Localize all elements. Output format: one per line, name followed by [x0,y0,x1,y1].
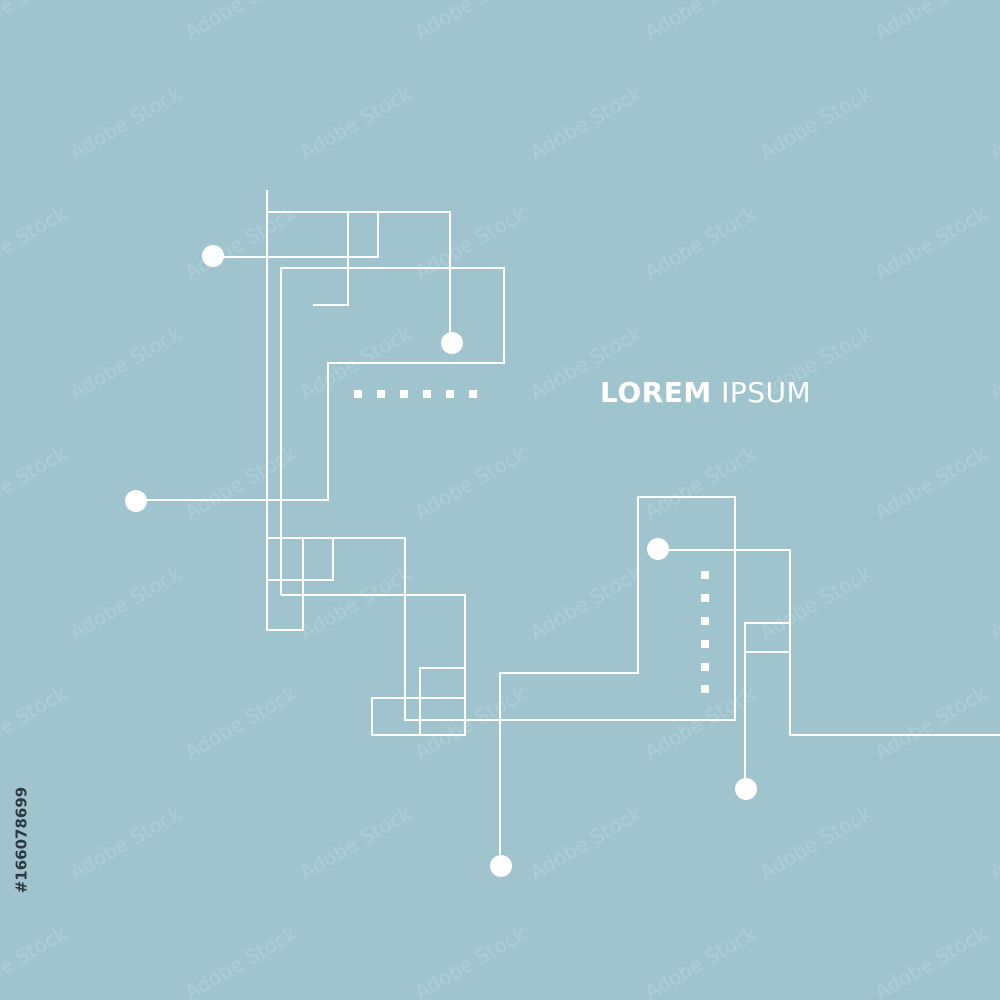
watermark-text: Adobe Stock [296,561,417,644]
node-dot [125,490,147,512]
watermark-text: Adobe Stock [181,921,302,1000]
dot-square [701,640,709,648]
watermark-text: Adobe Stock [871,0,992,44]
node-dot [735,778,757,800]
circuit-trace [281,594,466,736]
circuit-trace [145,267,505,595]
stock-id-text: #166078699 [12,786,31,894]
node-dot [202,245,224,267]
watermark-text: Adobe Stock [986,801,1000,884]
dot-square [701,617,709,625]
watermark-text: Adobe Stock [871,441,992,524]
watermark-text: Adobe Stock [986,81,1000,164]
watermark-text: Adobe Stock [411,0,532,44]
watermark-text: Adobe Stock [871,201,992,284]
dotted-column [701,571,709,693]
watermark-text: Adobe Stock [411,921,532,1000]
watermark-text: Adobe Stock [0,201,71,284]
watermark-text: Adobe Stock [871,921,992,1000]
headline: LOREM IPSUM [600,376,811,409]
circuit-trace [313,212,349,306]
node-dot [647,538,669,560]
circuit-trace [267,211,451,343]
headline-bold: LOREM [600,376,712,409]
watermark-text: Adobe Stock [986,561,1000,644]
watermark-text: Adobe Stock [66,561,187,644]
watermark-text: Adobe Stock [526,801,647,884]
watermark-text: Adobe Stock [641,441,762,524]
watermark-text: Adobe Stock [526,81,647,164]
watermark-text: Adobe Stock [641,201,762,284]
watermark-text: Adobe Stock [181,681,302,764]
circuit-trace [267,538,334,581]
watermark-text: Adobe Stock [66,801,187,884]
dot-square [423,390,431,398]
dot-square [446,390,454,398]
stock-id-label: #166078699 [6,760,36,920]
dot-square [469,390,477,398]
circuit-trace [419,667,465,735]
dot-square [701,571,709,579]
watermark-text: Adobe Stock [411,201,532,284]
dot-square [701,663,709,671]
circuit-trace [744,622,790,790]
headline-regular: IPSUM [721,376,812,409]
watermark-text: Adobe Stock [181,441,302,524]
watermark-text: Adobe Stock [641,0,762,44]
node-dots [125,245,757,877]
dot-square [354,390,362,398]
watermark-text: Adobe Stock [411,441,532,524]
watermark-text: Adobe Stock [66,321,187,404]
watermark-text: Adobe Stock [641,921,762,1000]
watermark-text: Adobe Stock [756,81,877,164]
circuit-trace [660,549,1000,736]
watermark-text: Adobe Stock [986,321,1000,404]
watermark-text: Adobe Stock [181,0,302,44]
node-dot [441,332,463,354]
watermark-text: Adobe Stock [0,0,71,44]
dotted-row [354,390,477,398]
watermark-text: Adobe Stock [756,801,877,884]
dot-square [400,390,408,398]
watermark-text: Adobe Stock [526,561,647,644]
watermark-text: Adobe Stock [411,681,532,764]
watermark-text: Adobe Stock [296,801,417,884]
dot-square [701,685,709,693]
watermark-text: Adobe Stock [0,681,71,764]
dot-square [377,390,385,398]
watermark-text: Adobe Stock [641,681,762,764]
upper-circuit [145,190,1000,866]
watermark-text: Adobe Stock [0,441,71,524]
watermark-text: Adobe Stock [296,81,417,164]
watermark-text: Adobe Stock [181,201,302,284]
circuit-trace [222,212,379,258]
watermark-text: Adobe Stock [756,561,877,644]
circuit-trace [267,496,736,866]
dot-square [701,594,709,602]
watermark-text: Adobe Stock [66,81,187,164]
watermark-text: Adobe Stock [871,681,992,764]
node-dot [490,855,512,877]
watermark-text: Adobe Stock [0,921,71,1000]
